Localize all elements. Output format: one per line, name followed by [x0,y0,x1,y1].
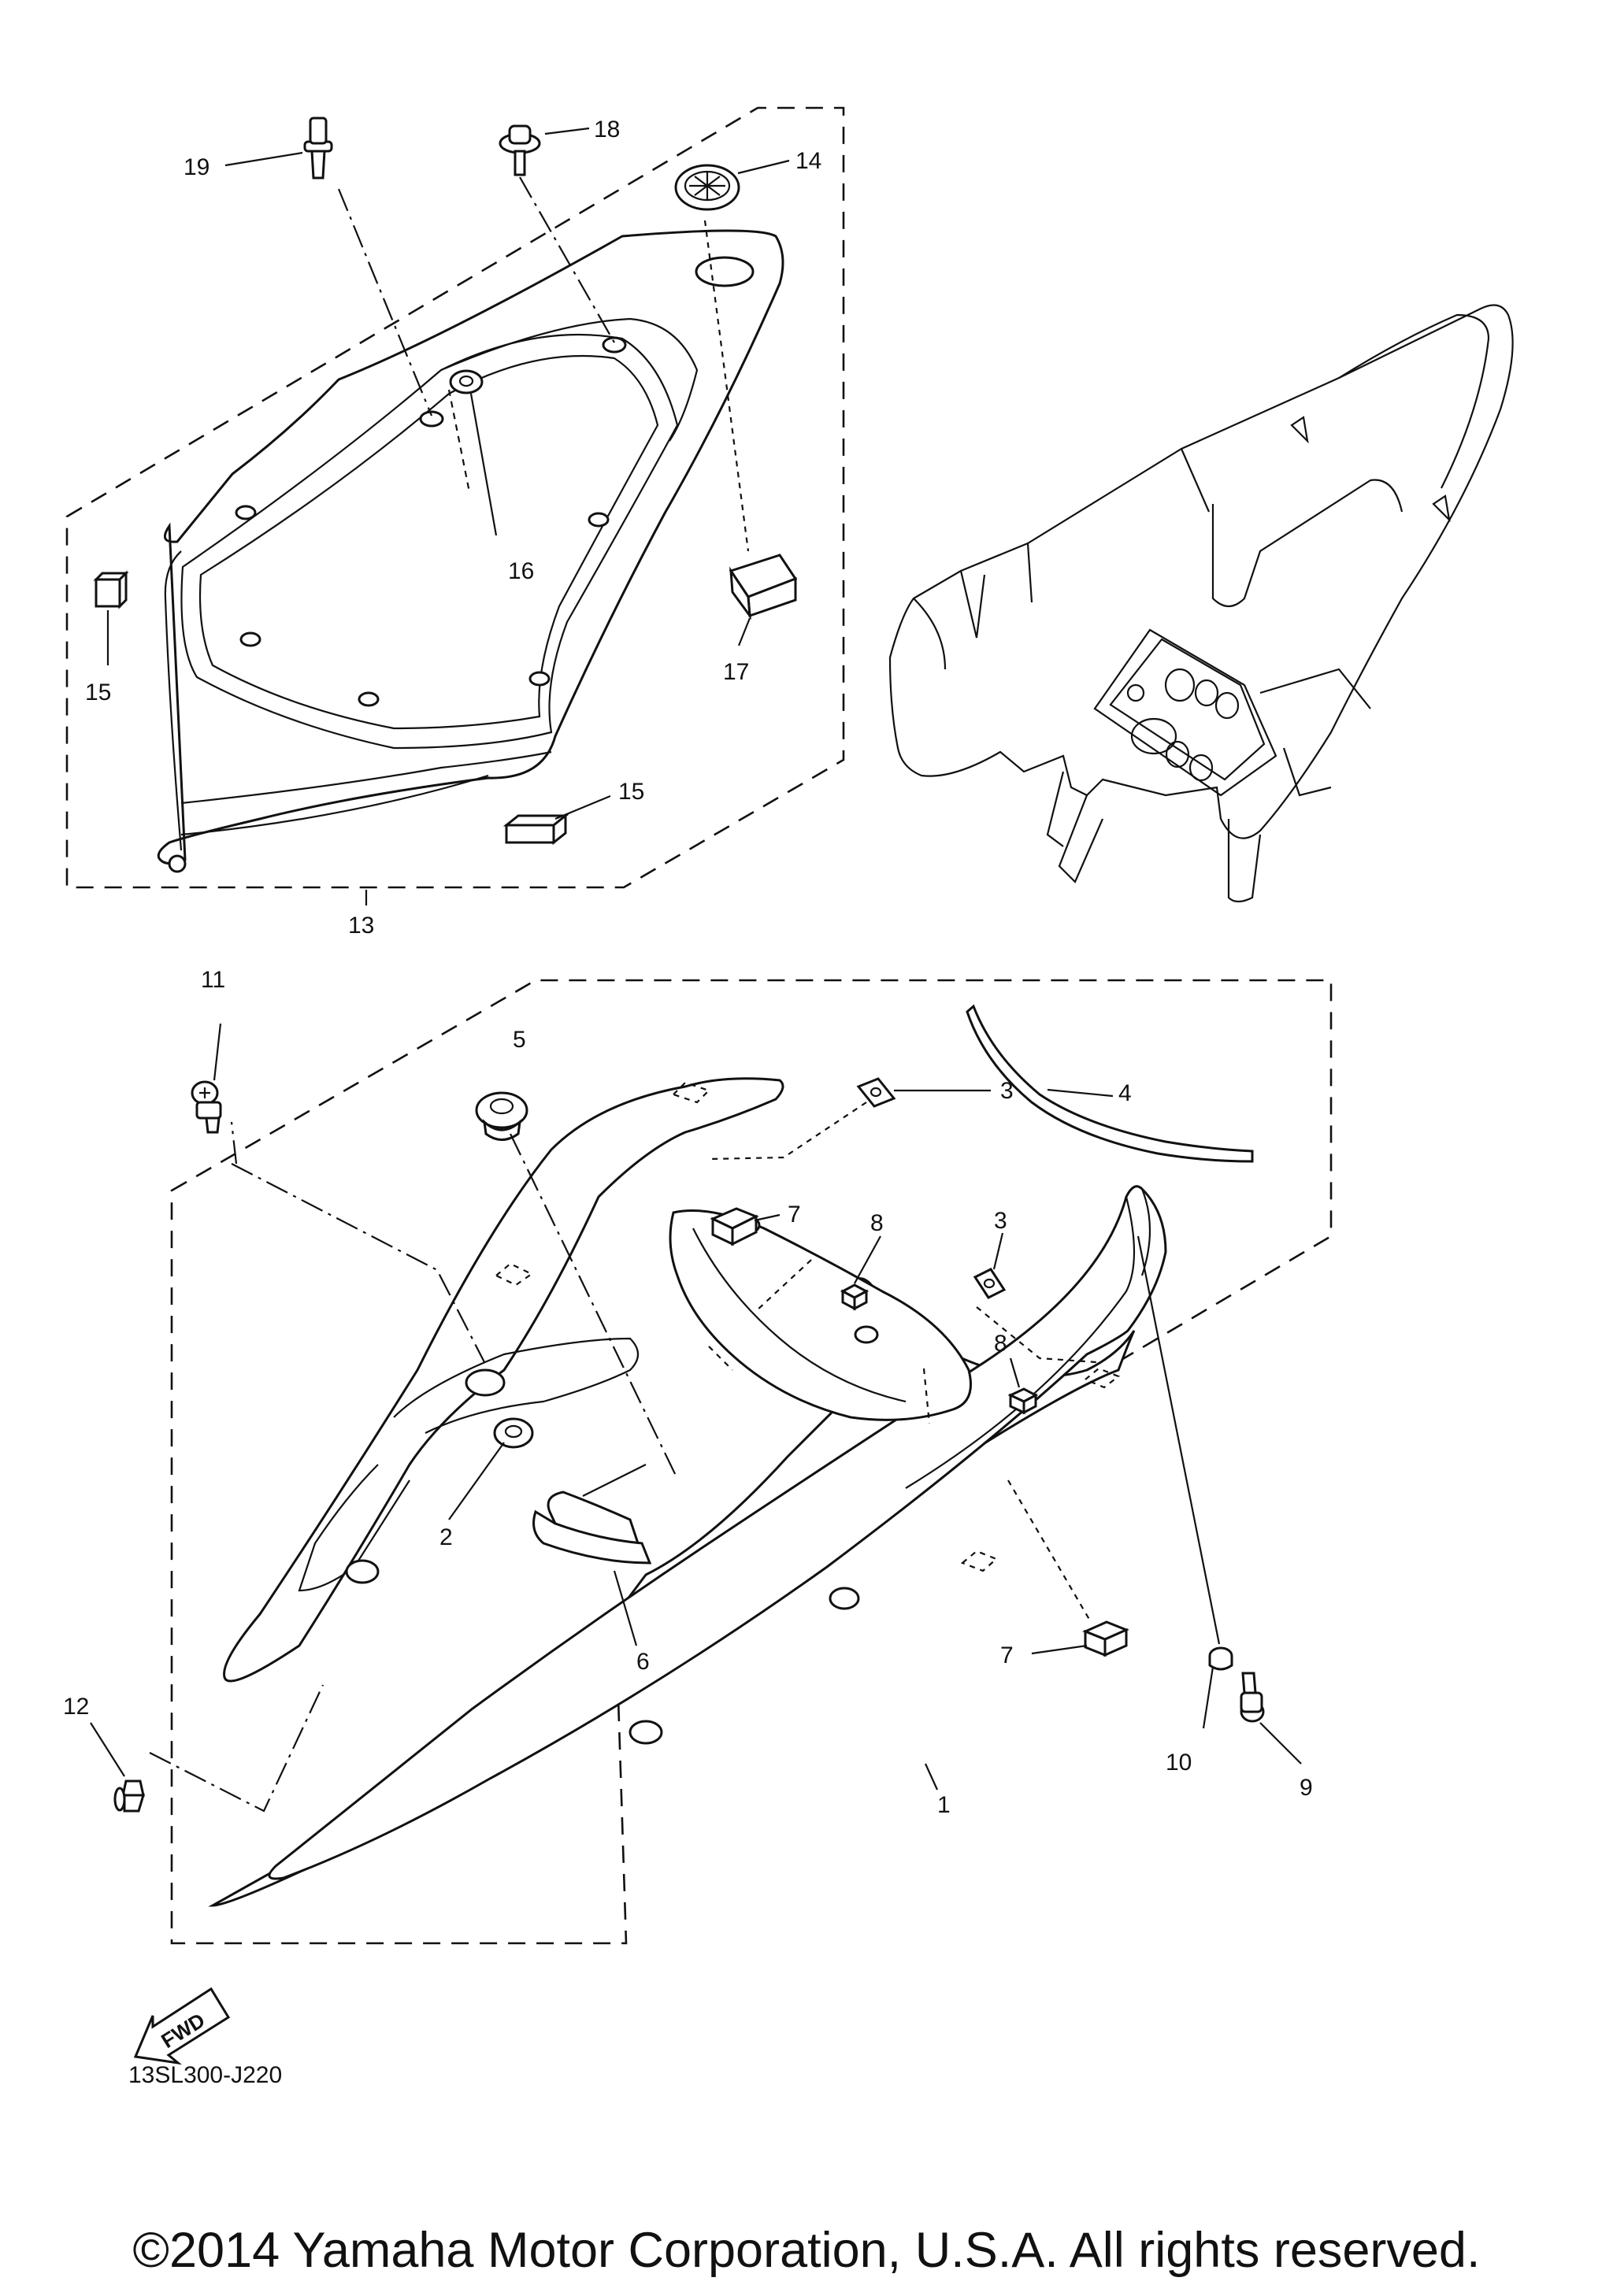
rivet-12 [113,1779,146,1813]
bolt-9 [1240,1672,1265,1723]
damper-8-upper [840,1283,870,1311]
bolt-18 [499,124,541,176]
callout-7-upper: 7 [788,1202,801,1228]
collar-2 [493,1417,534,1449]
side-cover-assembly-group [65,106,845,889]
forward-direction-arrow: FWD [133,1987,231,2065]
callout-13: 13 [348,913,374,939]
damper-6 [532,1491,652,1565]
callout-3-lower: 3 [994,1208,1007,1234]
callout-3-upper: 3 [1000,1078,1014,1104]
callout-labels: 19 18 14 16 17 15 15 13 11 5 3 4 7 8 3 8… [63,117,1313,1818]
diagram-reference-code: 13SL300-J220 [128,2062,283,2088]
side-cover-1-group [113,979,1333,1945]
rear-frame-outline [888,304,1514,903]
callout-18: 18 [594,117,620,143]
damper-8-lower [1007,1387,1039,1415]
side-cover-1 [223,1077,784,1683]
callout-15-bottom: 15 [618,779,644,805]
cap-14 [674,164,740,211]
strip-4 [966,1004,1254,1163]
callout-12: 12 [63,1694,89,1720]
callout-5: 5 [513,1027,526,1053]
callout-8-lower: 8 [994,1331,1007,1357]
callout-2: 2 [439,1524,453,1550]
callout-7-lower: 7 [1000,1642,1014,1668]
nut-3-lower [973,1268,1007,1299]
grommet-5 [475,1091,528,1141]
callout-14: 14 [795,148,821,174]
side-cover-panel [157,229,784,865]
nut-3-upper [856,1077,896,1108]
damper-17 [729,554,798,620]
callout-9: 9 [1300,1775,1313,1801]
callout-6: 6 [636,1649,650,1675]
callout-19: 19 [184,154,210,180]
damper-15-bottom [502,813,569,846]
callout-1: 1 [937,1792,951,1818]
screw-19 [303,117,333,180]
screw-11 [191,1080,222,1134]
callout-17: 17 [723,659,749,685]
grommet-16 [449,369,484,394]
callout-10: 10 [1166,1750,1192,1776]
damper-15-left [93,570,129,609]
callout-8-upper: 8 [870,1210,884,1236]
damper-7-lower [1082,1620,1129,1657]
collar-10 [1208,1646,1233,1671]
callout-15-left: 15 [85,680,111,705]
copyright-notice: ©2014 Yamaha Motor Corporation, U.S.A. A… [132,2223,1481,2278]
damper-7-upper [710,1207,759,1246]
callout-4: 4 [1118,1080,1132,1106]
callout-leaders [90,127,1302,1791]
callout-11: 11 [201,967,225,993]
callout-16: 16 [508,558,534,584]
